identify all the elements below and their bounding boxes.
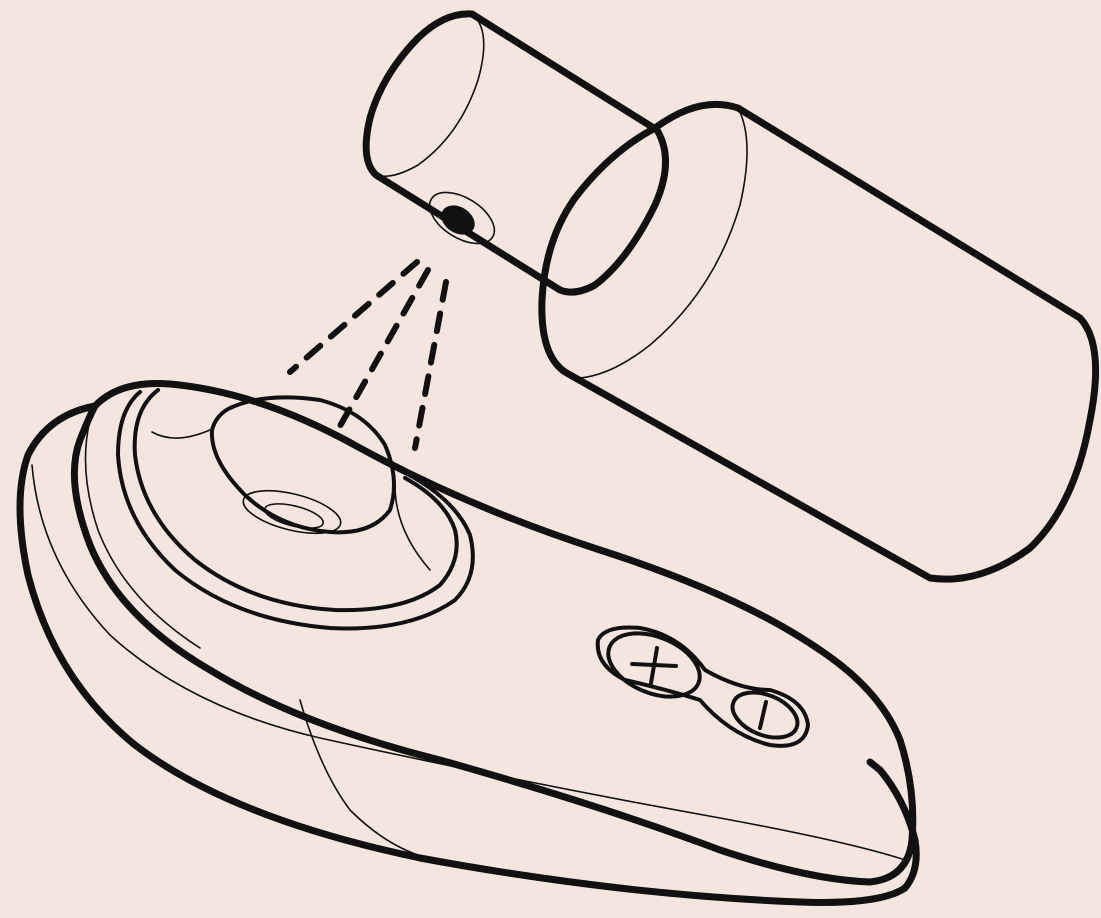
head-left-swoop	[152, 430, 210, 438]
cap-face	[376, 14, 484, 176]
device-base	[20, 406, 916, 902]
device	[20, 383, 916, 902]
decrease-button[interactable]	[726, 684, 804, 747]
spray-line-left	[290, 262, 417, 372]
minus-icon	[760, 702, 766, 728]
spray-mist	[290, 262, 446, 448]
plus-icon	[632, 648, 676, 683]
head-right-swoop	[395, 485, 430, 570]
spray-bottle	[366, 14, 1095, 579]
suction-opening-outer	[239, 482, 345, 541]
spray-line-right	[415, 282, 446, 448]
device-top-shell	[74, 383, 912, 882]
control-panel	[598, 628, 808, 746]
bottle-body	[542, 104, 1096, 579]
